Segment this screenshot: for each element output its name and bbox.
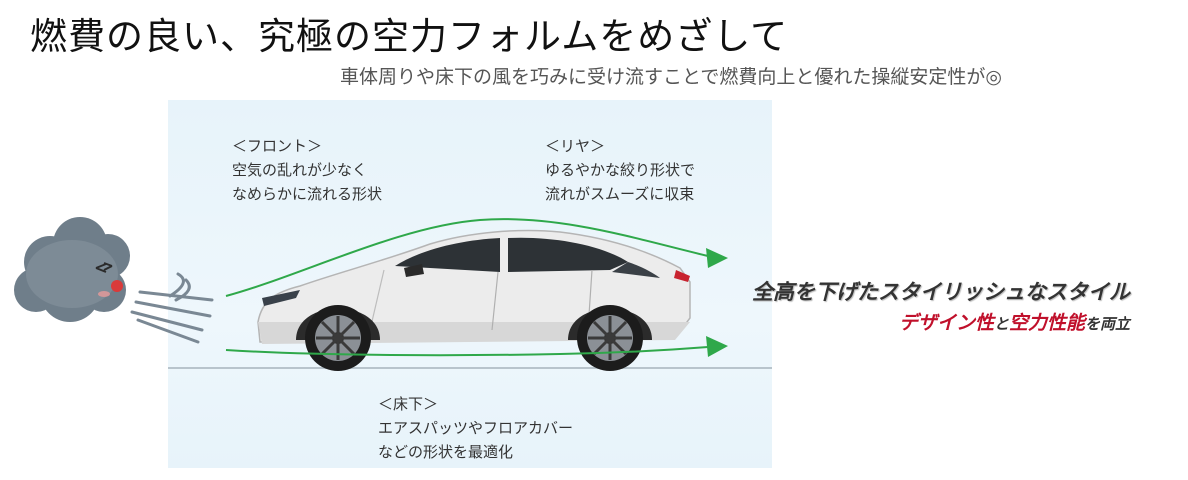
note-rear-line: ゆるやかな絞り形状で (545, 161, 696, 179)
tagline-aero: 空力性能 (1008, 312, 1085, 334)
tagline-to: と (993, 315, 1009, 333)
airflow-arrow-icon (225, 218, 709, 357)
note-rear-line: 流れがスムーズに収束 (545, 185, 695, 203)
page-title: 燃費の良い、究極の空力フォルムをめざして (30, 15, 789, 58)
ground-line (168, 367, 772, 369)
note-front-line: なめらかに流れる形状 (232, 185, 383, 203)
wind-lines-icon (130, 272, 214, 344)
note-front-heading: ＜フロント＞ (232, 137, 323, 155)
note-floor-heading: ＜床下＞ (378, 395, 439, 413)
note-front: ＜フロント＞ 空気の乱れが少なく なめらかに流れる形状 (232, 134, 382, 206)
note-floor: ＜床下＞ エアスパッツやフロアカバー などの形状を最適化 (378, 392, 573, 464)
tagline-sub: デザイン性と空力性能を両立 (752, 308, 1130, 335)
blowing-cloud-icon (14, 217, 130, 322)
tagline: 全高を下げたスタイリッシュなスタイル デザイン性と空力性能を両立 (752, 276, 1130, 335)
note-rear: ＜リヤ＞ ゆるやかな絞り形状で 流れがスムーズに収束 (545, 134, 695, 206)
car-side-view (257, 229, 691, 371)
tagline-design: デザイン性 (898, 312, 994, 334)
note-floor-line: などの形状を最適化 (378, 443, 514, 461)
tagline-main: 全高を下げたスタイリッシュなスタイル (752, 280, 1130, 304)
page-subtitle: 車体周りや床下の風を巧みに受け流すことで燃費向上と優れた操縦安定性が◎ (340, 66, 1003, 88)
note-floor-line: エアスパッツやフロアカバー (378, 419, 574, 437)
note-front-line: 空気の乱れが少なく (232, 161, 368, 179)
tagline-rest: を両立 (1084, 315, 1130, 333)
note-rear-heading: ＜リヤ＞ (545, 137, 606, 155)
